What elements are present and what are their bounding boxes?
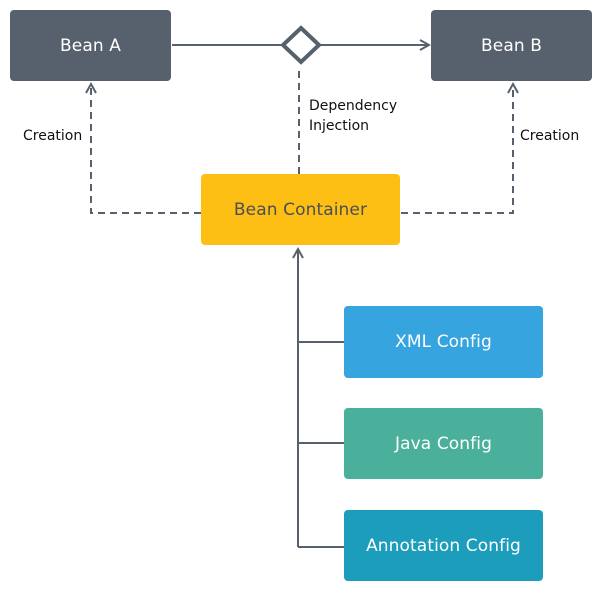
bean-b-node: Bean B bbox=[431, 10, 592, 81]
bean-b-label: Bean B bbox=[481, 35, 542, 56]
xml-config-node: XML Config bbox=[344, 306, 543, 378]
dependency-injection-label: Dependency Injection bbox=[309, 96, 397, 136]
bean-container-node: Bean Container bbox=[201, 174, 400, 245]
bean-container-label: Bean Container bbox=[233, 199, 368, 220]
association-diamond bbox=[280, 25, 322, 65]
annotation-config-label: Annotation Config bbox=[366, 535, 521, 556]
creation-left-label: Creation bbox=[23, 128, 83, 144]
dependency-injection-label-line2: Injection bbox=[309, 118, 370, 134]
xml-config-label: XML Config bbox=[395, 332, 492, 352]
creation-left-arrow bbox=[91, 85, 201, 214]
java-config-node: Java Config bbox=[344, 408, 543, 479]
dependency-injection-label-line1: Dependency bbox=[309, 98, 398, 114]
bean-a-node: Bean A bbox=[10, 10, 171, 81]
creation-right-label: Creation bbox=[520, 128, 580, 144]
bean-a-label: Bean A bbox=[60, 35, 121, 56]
java-config-label: Java Config bbox=[395, 433, 492, 454]
annotation-config-node: Annotation Config bbox=[344, 510, 543, 581]
creation-right-arrow bbox=[401, 85, 513, 214]
